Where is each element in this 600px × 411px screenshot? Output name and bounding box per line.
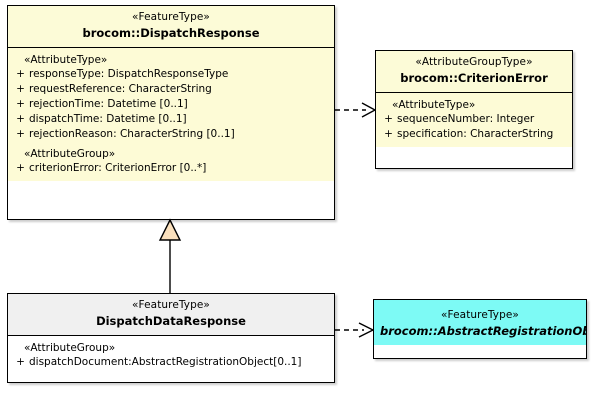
attribute-row: + rejectionReason: CharacterString [0..1… [12, 127, 330, 142]
attribute-signature: criterionError: CriterionError [0..*] [29, 161, 207, 174]
attribute-signature: dispatchDocument:AbstractRegistrationObj… [29, 355, 302, 368]
visibility-marker: + [384, 127, 393, 140]
class-name: brocom::CriterionError [400, 71, 548, 86]
attribute-signature: dispatchTime: Datetime [0..1] [29, 113, 187, 126]
uml-class-dispatch-data-response[interactable]: «FeatureType» DispatchDataResponse «Attr… [7, 293, 335, 383]
visibility-marker: + [16, 97, 25, 110]
attribute-row: + criterionError: CriterionError [0..*] [12, 161, 330, 176]
class-name: brocom::DispatchResponse [82, 26, 260, 41]
dependency-dispatch-data-response-to-abstract-registration-object [335, 322, 375, 338]
attribute-row: + responseType: DispatchResponseType [12, 67, 330, 82]
dependency-dispatch-response-to-criterion-error [335, 102, 377, 118]
attribute-row: + sequenceNumber: Integer [380, 112, 568, 127]
class-header: «AttributeGroupType» brocom::CriterionEr… [376, 51, 572, 93]
open-arrowhead [358, 322, 375, 338]
compartment-stereotype-attributegroup: «AttributeGroup» [24, 341, 116, 354]
class-name: DispatchDataResponse [96, 314, 246, 329]
attribute-signature: rejectionTime: Datetime [0..1] [29, 97, 188, 110]
attribute-row: + requestReference: CharacterString [12, 82, 330, 97]
attribute-signature: specification: CharacterString [397, 127, 554, 140]
class-stereotype: «FeatureType» [132, 11, 210, 23]
class-stereotype: «FeatureType» [441, 309, 519, 321]
attribute-row: + rejectionTime: Datetime [0..1] [12, 97, 330, 112]
class-body: «AttributeType» + sequenceNumber: Intege… [376, 92, 572, 147]
attribute-row: + dispatchTime: Datetime [0..1] [12, 112, 330, 127]
class-body: «AttributeType» + responseType: Dispatch… [8, 47, 334, 181]
class-stereotype: «FeatureType» [132, 299, 210, 311]
visibility-marker: + [384, 112, 393, 125]
visibility-marker: + [16, 161, 25, 174]
visibility-marker: + [16, 355, 25, 368]
class-header: «FeatureType» brocom::DispatchResponse [8, 6, 334, 48]
uml-class-dispatch-response[interactable]: «FeatureType» brocom::DispatchResponse «… [7, 5, 335, 220]
class-name: brocom::AbstractRegistrationObject [380, 324, 586, 339]
visibility-marker: + [16, 82, 25, 95]
compartment-stereotype-attributetype: «AttributeType» [24, 53, 108, 66]
attribute-signature: requestReference: CharacterString [29, 82, 212, 95]
class-body: «AttributeGroup» + dispatchDocument:Abst… [8, 335, 334, 375]
uml-class-criterion-error[interactable]: «AttributeGroupType» brocom::CriterionEr… [375, 50, 573, 169]
open-arrowhead [361, 102, 377, 118]
visibility-marker: + [16, 113, 25, 126]
class-stereotype: «AttributeGroupType» [415, 56, 533, 68]
compartment-stereotype-attributegroup: «AttributeGroup» [24, 147, 116, 160]
attribute-row: + specification: CharacterString [380, 127, 568, 142]
hollow-triangle-arrowhead [158, 218, 182, 241]
class-header: «FeatureType» brocom::AbstractRegistrati… [374, 300, 586, 345]
compartment-stereotype-attributetype: «AttributeType» [392, 98, 476, 111]
class-header: «FeatureType» DispatchDataResponse [8, 294, 334, 336]
generalization-dispatch-data-response-to-dispatch-response [158, 218, 182, 293]
visibility-marker: + [16, 67, 25, 80]
attribute-signature: sequenceNumber: Integer [397, 112, 535, 125]
visibility-marker: + [16, 128, 25, 141]
attribute-signature: responseType: DispatchResponseType [29, 67, 229, 80]
attribute-row: + dispatchDocument:AbstractRegistrationO… [12, 355, 330, 370]
uml-class-abstract-registration-object[interactable]: «FeatureType» brocom::AbstractRegistrati… [373, 299, 587, 359]
attribute-signature: rejectionReason: CharacterString [0..1] [29, 128, 235, 141]
